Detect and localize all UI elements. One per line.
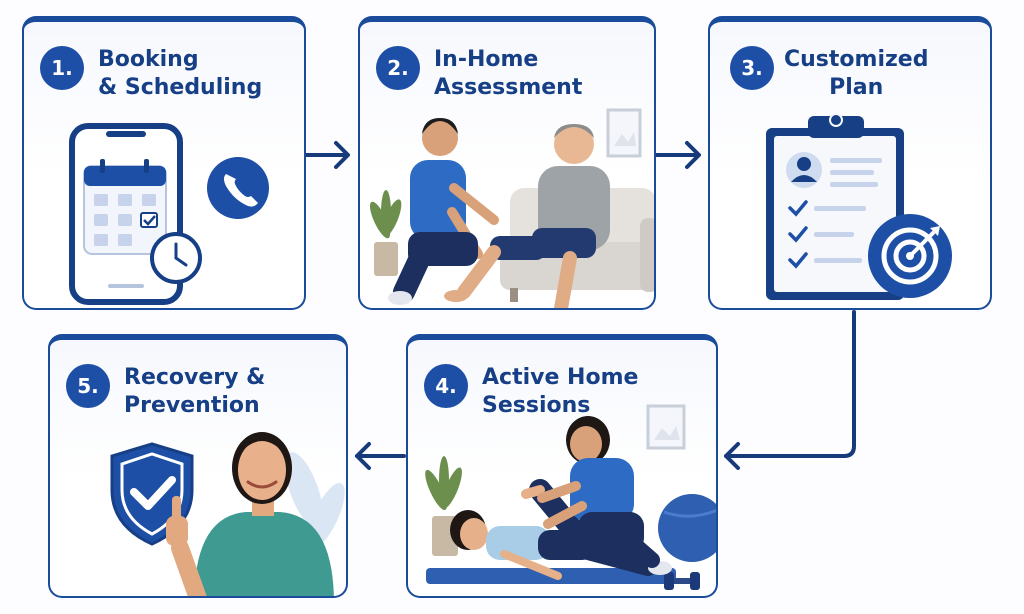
step-card-plan: 3. Customized Plan [708, 16, 992, 310]
booking-illustration [69, 123, 269, 305]
step-number-badge: 1. [40, 46, 84, 90]
recovery-illustration [110, 432, 345, 596]
step-title: In-Home Assessment [434, 47, 583, 100]
text-lines [830, 158, 882, 187]
therapist-figure [537, 416, 660, 568]
step-title: Customized Plan [784, 47, 929, 100]
clock-icon [150, 232, 202, 284]
target-icon [868, 214, 952, 298]
phone-call-icon [207, 157, 269, 219]
dumbbell-icon [664, 572, 700, 590]
step-card-assessment: 2. In-Home Assessment [358, 16, 656, 310]
step-number-badge: 2. [376, 46, 420, 90]
step-number-badge: 3. [730, 46, 774, 90]
step-title: Active Home Sessions [482, 365, 639, 418]
assessment-illustration [369, 108, 654, 308]
woman-thumbs-up-figure [166, 432, 334, 596]
patient-lying-figure [450, 479, 672, 580]
step-card-booking: 1. Booking & Scheduling [22, 16, 306, 310]
sessions-illustration [425, 404, 716, 590]
plan-illustration [766, 113, 952, 300]
step-card-recovery: 5. Recovery & Prevention [48, 334, 348, 598]
calendar-icon [83, 159, 167, 255]
step-title: Recovery & Prevention [124, 365, 266, 418]
wall-picture-icon [606, 108, 642, 158]
step-card-sessions: 4. Active Home Sessions [406, 334, 718, 598]
checklist-icon [788, 200, 808, 269]
plant-icon [369, 190, 402, 276]
therapist-figure [388, 118, 499, 305]
wall-picture-icon [646, 404, 686, 450]
arrow-2-to-3 [654, 141, 701, 169]
arrow-4-to-5 [355, 442, 406, 470]
step-number-badge: 5. [66, 364, 110, 408]
user-avatar-icon [786, 152, 822, 188]
step-number-badge: 4. [424, 364, 468, 408]
step-title: Booking & Scheduling [98, 47, 263, 100]
exercise-ball-icon [658, 494, 716, 562]
arrow-1-to-2 [304, 141, 350, 169]
patient-figure [444, 124, 610, 308]
arrow-3-to-4 [724, 310, 856, 470]
